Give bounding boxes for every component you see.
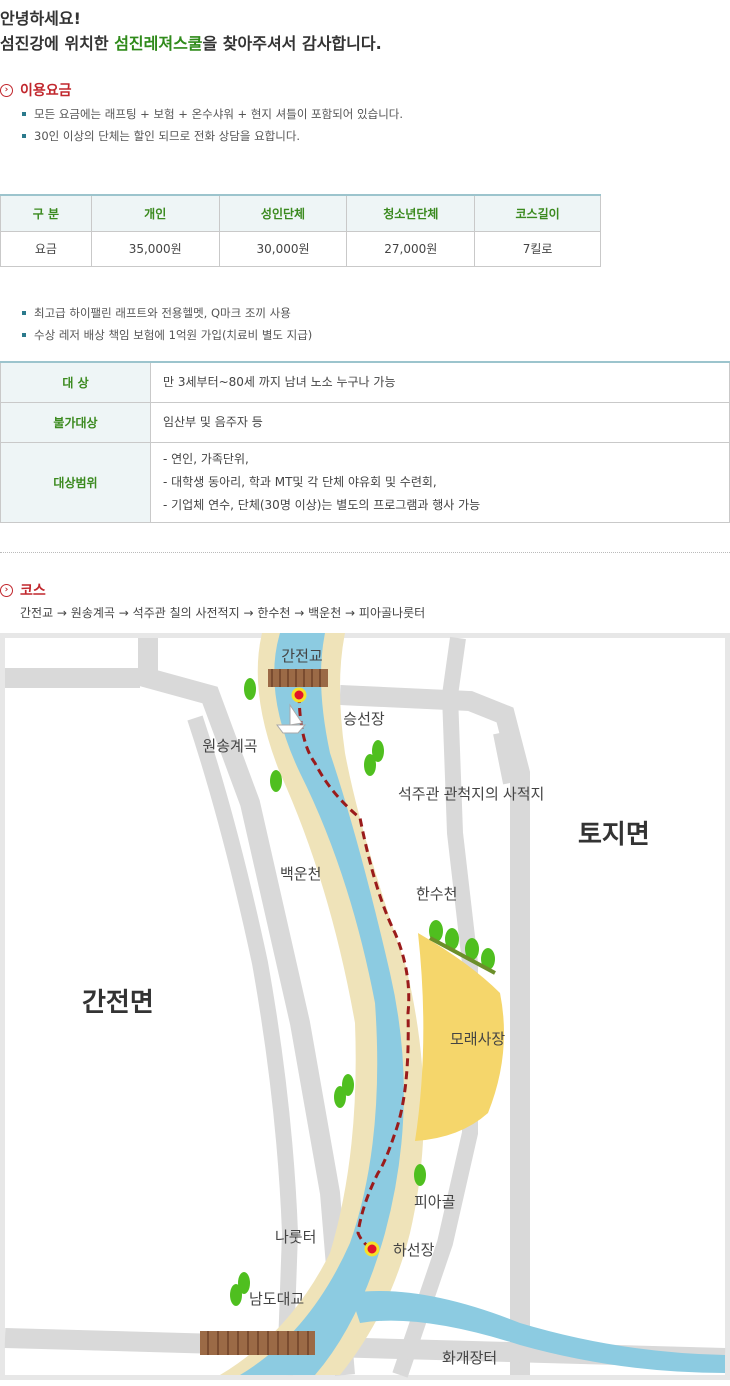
- school-name: 섬진레져스쿨: [114, 34, 203, 53]
- tree-icon: [481, 948, 495, 970]
- course-heading-text: 코스: [20, 583, 46, 599]
- riverside-hedge: [429, 936, 496, 975]
- trees: [230, 678, 495, 1306]
- tree-icon: [238, 1272, 250, 1294]
- table-header-row: 구 분 개인 성인단체 청소년단체 코스길이: [0, 194, 601, 232]
- rafting-route: [297, 694, 411, 1251]
- table-cell: 요금: [0, 230, 92, 267]
- pricing-notes: 모든 요금에는 래프팅 + 보험 + 온수샤워 + 현지 셔틀이 포함되어 있습…: [22, 103, 403, 147]
- greeting-suffix: 을 찾아주셔서 감사합니다.: [202, 34, 382, 53]
- map-label-moraesa: 모래사장: [450, 1031, 505, 1048]
- equipment-notes: 최고급 하이팰린 래프트와 전용헬멧, Q마크 조끼 사용 수상 레저 배상 책…: [22, 302, 312, 346]
- price-table: 구 분 개인 성인단체 청소년단체 코스길이 요금 35,000원 30,000…: [0, 194, 601, 267]
- tree-icon: [342, 1074, 354, 1096]
- map-label-hansu: 한수천: [416, 886, 457, 903]
- boat-icon: [276, 703, 307, 734]
- map-label-namdo: 남도대교: [249, 1291, 304, 1308]
- road: [138, 638, 355, 1376]
- bridge-deck: [268, 669, 328, 687]
- map-label-seungseonjang: 승선장: [343, 711, 385, 728]
- chevron-right-icon: ›: [0, 83, 13, 97]
- road: [392, 636, 478, 1378]
- tree-icon: [445, 928, 459, 950]
- cell-line: - 기업체 연수, 단체(30명 이상)는 별도의 프로그램과 행사 가능: [163, 497, 481, 512]
- row-header: 대 상: [0, 361, 151, 403]
- course-map: 간전교 승선장 원송계곡 석주관 관척지의 사적지 토지면 백운천 한수천 간전…: [0, 633, 730, 1380]
- row-header: 대상범위: [0, 441, 151, 523]
- map-label-narut: 나룻터: [275, 1229, 316, 1246]
- namdo-bridge: [200, 1331, 315, 1355]
- tree-icon: [334, 1086, 346, 1108]
- table-cell: - 연인, 가족단위, - 대학생 동아리, 학과 MT및 각 단체 야유회 및…: [150, 441, 730, 523]
- bridge-planks: [207, 1331, 309, 1355]
- end-point-marker: [364, 1241, 380, 1257]
- course-route: 간전교 → 원송계곡 → 석주관 칠의 사전적지 → 한수천 → 백운천 → 피…: [20, 606, 426, 620]
- cell-line: - 대학생 동아리, 학과 MT및 각 단체 야유회 및 수련회,: [163, 474, 437, 489]
- cell-line: 만 3세부터~80세 까지 남녀 노소 누구나 가능: [163, 374, 396, 389]
- map-label-ganjeongyo: 간전교: [281, 648, 322, 665]
- greeting-line1: 안녕하세요!: [0, 9, 81, 28]
- column-header: 성인단체: [218, 194, 348, 232]
- tree-icon: [429, 920, 443, 942]
- river: [240, 633, 404, 1375]
- tree-icon: [230, 1284, 242, 1306]
- table-cell: 임산부 및 음주자 등: [150, 401, 730, 443]
- map-label-wonsong: 원송계곡: [202, 738, 257, 755]
- list-item: 모든 요금에는 래프팅 + 보험 + 온수샤워 + 현지 셔틀이 포함되어 있습…: [22, 103, 403, 125]
- target-table: 대 상 만 3세부터~80세 까지 남녀 노소 누구나 가능 불가대상 임산부 …: [0, 361, 730, 523]
- greeting: 안녕하세요! 섬진강에 위치한 섬진레져스쿨을 찾아주셔서 감사합니다.: [0, 6, 382, 56]
- tree-icon: [270, 770, 282, 792]
- tree-icon: [244, 678, 256, 700]
- road: [493, 731, 517, 785]
- pricing-heading: › 이용요금: [0, 80, 72, 100]
- column-header: 구 분: [0, 194, 92, 232]
- column-header: 코스길이: [474, 194, 601, 232]
- tributary: [350, 1291, 725, 1373]
- greeting-line2: 섬진강에 위치한 섬진레져스쿨을 찾아주셔서 감사합니다.: [0, 31, 382, 56]
- table-cell: 27,000원: [346, 230, 476, 267]
- course-heading: › 코스: [0, 580, 46, 600]
- cell-line: - 연인, 가족단위,: [163, 451, 249, 466]
- map-labels: 간전교 승선장 원송계곡 석주관 관척지의 사적지 토지면 백운천 한수천 간전…: [82, 648, 650, 1367]
- map-label-piagol: 피아골: [414, 1194, 455, 1211]
- chevron-right-icon: ›: [0, 583, 13, 597]
- table-cell: 만 3세부터~80세 까지 남녀 노소 누구나 가능: [150, 361, 730, 403]
- tree-icon: [414, 1164, 426, 1186]
- map-label-toji: 토지면: [578, 819, 650, 849]
- start-point-marker: [291, 687, 307, 703]
- row-header: 불가대상: [0, 401, 151, 443]
- table-row: 불가대상 임산부 및 음주자 등: [0, 401, 730, 443]
- list-item: 수상 레저 배상 책임 보험에 1억원 가입(치료비 별도 지급): [22, 324, 312, 346]
- list-item: 30인 이상의 단체는 할인 되므로 전화 상담을 요합니다.: [22, 125, 403, 147]
- column-header: 개인: [90, 194, 220, 232]
- map-label-hwagae: 화개장터: [442, 1350, 497, 1367]
- table-cell: 35,000원: [90, 230, 220, 267]
- table-cell: 7킬로: [474, 230, 601, 267]
- table-row: 대 상 만 3세부터~80세 까지 남녀 노소 누구나 가능: [0, 361, 730, 403]
- tree-icon: [372, 740, 384, 762]
- tree-icon: [465, 938, 479, 960]
- table-row: 요금 35,000원 30,000원 27,000원 7킬로: [0, 230, 601, 267]
- section-divider: [0, 552, 730, 553]
- list-item: 최고급 하이팰린 래프트와 전용헬멧, Q마크 조끼 사용: [22, 302, 312, 324]
- table-cell: 30,000원: [218, 230, 348, 267]
- map-label-ganjeon: 간전면: [82, 987, 154, 1017]
- sand-beach: [415, 933, 504, 1141]
- road: [339, 685, 530, 1375]
- table-row: 대상범위 - 연인, 가족단위, - 대학생 동아리, 학과 MT및 각 단체 …: [0, 441, 730, 523]
- map-label-haseon: 하선장: [393, 1242, 435, 1259]
- tree-icon: [364, 754, 376, 776]
- column-header: 청소년단체: [346, 194, 476, 232]
- map-label-seokjugwan: 석주관 관척지의 사적지: [398, 786, 544, 803]
- greeting-prefix: 섬진강에 위치한: [0, 34, 115, 53]
- map-label-baekun: 백운천: [280, 866, 321, 883]
- cell-line: 임산부 및 음주자 등: [163, 414, 263, 429]
- bridge-planks: [271, 669, 321, 687]
- pricing-heading-text: 이용요금: [20, 83, 72, 99]
- road: [187, 715, 299, 1376]
- ganjeongyo-bridge: [268, 669, 328, 687]
